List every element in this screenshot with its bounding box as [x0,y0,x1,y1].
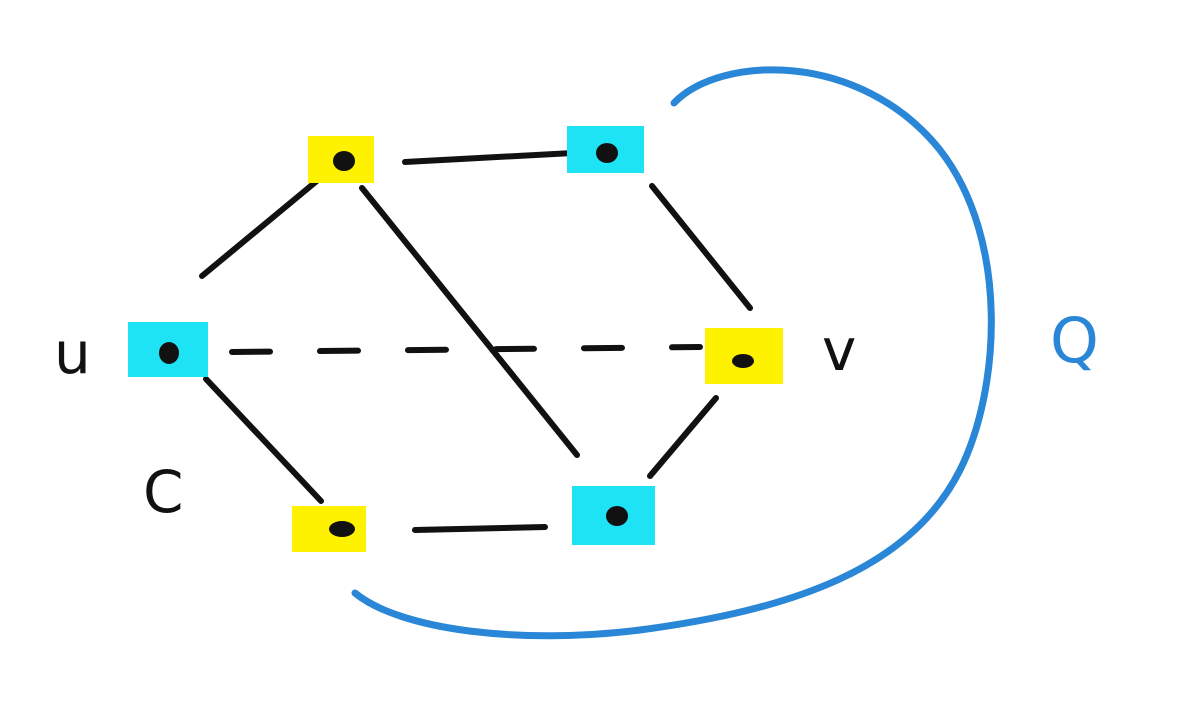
edge-top-left-top-right [402,150,576,165]
vertex-u-dot [159,342,179,364]
vertex-v-dot [732,354,754,368]
edge-top-right-v [649,183,753,311]
vertex-bottom-left [292,506,366,552]
vertex-bottom-left-dot [329,521,355,537]
vertex-u [128,322,208,377]
vertex-top-right-dot [596,143,618,163]
label-c: C [143,458,184,526]
vertex-v [705,328,783,384]
vertices [128,126,783,552]
label-u: u [54,319,91,387]
vertex-bottom-right [572,486,655,545]
q-boundary-curve [351,66,995,640]
edge-top-left-u [199,177,321,279]
vertex-top-left [308,136,374,183]
edge-u-v-dashed [229,344,703,355]
edge-u-bottom-left [203,376,324,504]
label-v: v [822,316,856,384]
vertex-bottom-right-dot [606,506,628,526]
edge-bottom-left-bottom-right [412,524,548,533]
label-q: Q [1050,304,1099,377]
vertex-top-right [567,126,644,173]
vertex-top-left-dot [333,151,355,171]
edge-v-bottom-right [647,395,719,479]
edge-top-left-bottom-right [359,185,580,458]
edges [199,150,753,533]
